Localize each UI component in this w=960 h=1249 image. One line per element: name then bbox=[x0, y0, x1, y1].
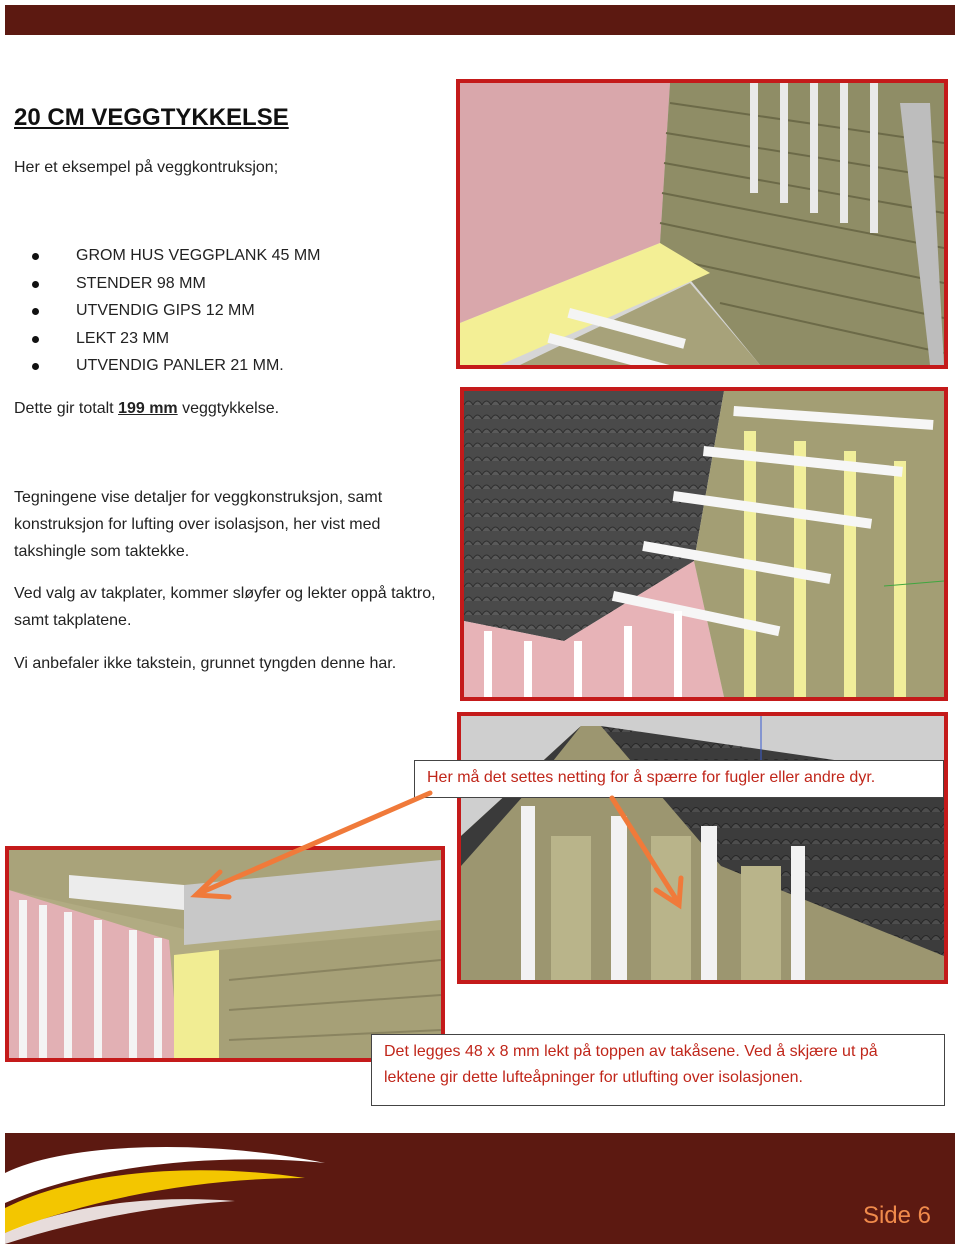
eave-junction-drawing bbox=[9, 850, 441, 1058]
footer-bar: Side 6 bbox=[5, 1133, 955, 1244]
total-prefix: Dette gir totalt bbox=[14, 400, 114, 417]
figure-wall-section bbox=[456, 79, 948, 369]
figure-eave-junction bbox=[5, 846, 445, 1062]
list-item: UTVENDIG GIPS 12 MM bbox=[14, 299, 321, 327]
figure-roof-shingles bbox=[460, 387, 948, 701]
list-item: STENDER 98 MM bbox=[14, 272, 321, 300]
figure-ridge-eaves bbox=[457, 712, 948, 984]
total-suffix: veggtykkelse. bbox=[182, 400, 280, 417]
paragraph-details: Tegningene vise detaljer for veggkonstru… bbox=[14, 489, 383, 560]
footer-swoosh-logo bbox=[5, 1146, 325, 1244]
wall-section-drawing bbox=[460, 83, 944, 365]
paragraph-takplater: Ved valg av takplater, kommer sløyfer og… bbox=[14, 585, 436, 629]
list-item: GROM HUS VEGGPLANK 45 MM bbox=[14, 244, 321, 272]
total-thickness: Dette gir totalt 199 mm veggtykkelse. bbox=[14, 400, 279, 418]
page-number: Side 6 bbox=[862, 1202, 931, 1229]
list-item: LEKT 23 MM bbox=[14, 327, 321, 355]
ridge-eaves-drawing bbox=[461, 716, 944, 980]
callout-lekt: Det legges 48 x 8 mm lekt på toppen av t… bbox=[371, 1034, 945, 1106]
paragraph-takstein: Vi anbefaler ikke takstein, grunnet tyng… bbox=[14, 655, 397, 672]
roof-shingles-drawing bbox=[464, 391, 944, 697]
list-item: UTVENDIG PANLER 21 MM. bbox=[14, 354, 321, 382]
header-bar bbox=[5, 5, 955, 35]
page-title: 20 CM VEGGTYKKELSE bbox=[14, 104, 289, 131]
spec-list: GROM HUS VEGGPLANK 45 MM STENDER 98 MM U… bbox=[14, 244, 321, 382]
total-value: 199 mm bbox=[118, 400, 178, 417]
callout-netting: Her må det settes netting for å spærre f… bbox=[414, 760, 944, 798]
intro-text: Her et eksempel på veggkontruksjon; bbox=[14, 159, 279, 176]
